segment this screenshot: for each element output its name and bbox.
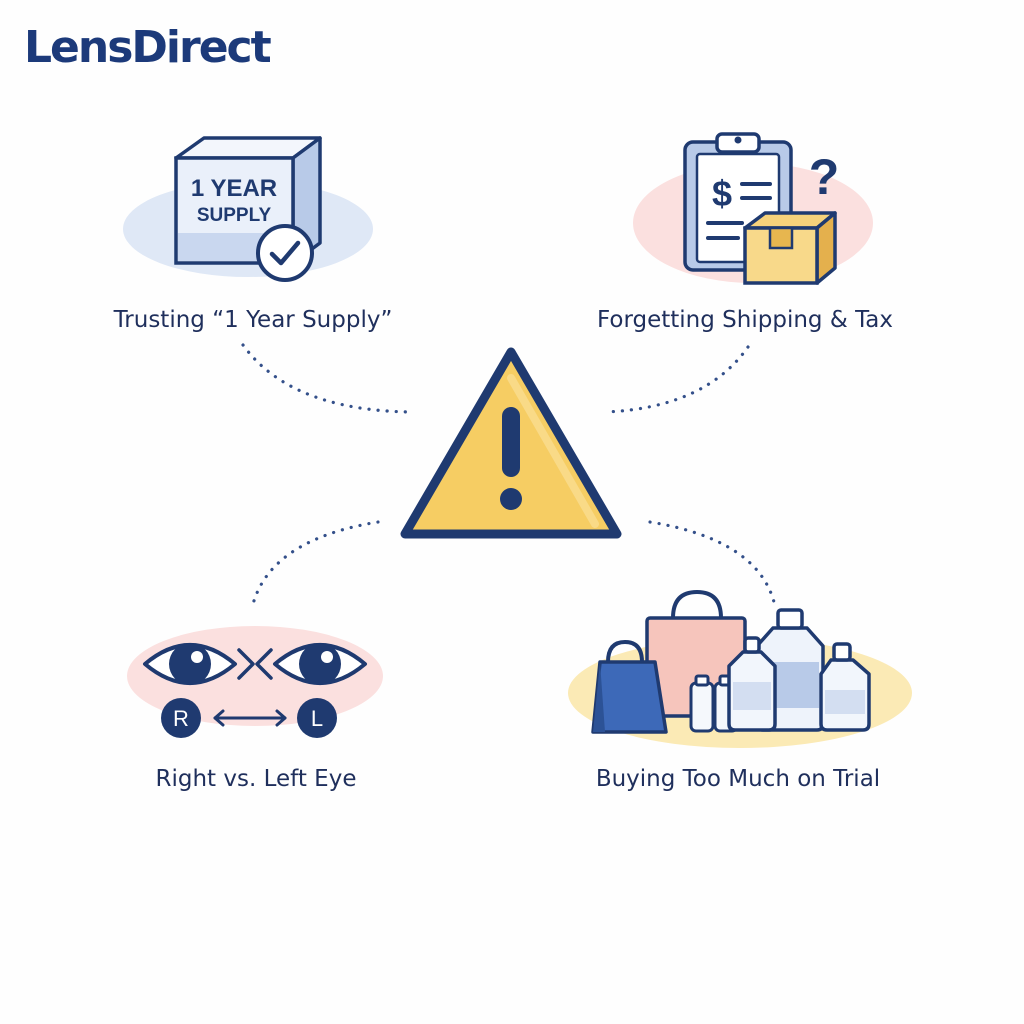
label-buying-too-much: Buying Too Much on Trial — [595, 766, 881, 792]
box-text-line1: 1 YEAR — [191, 175, 277, 202]
warning-triangle-icon — [400, 347, 622, 539]
double-arrow-icon — [213, 709, 287, 727]
label-right-left-eye: Right vs. Left Eye — [155, 766, 357, 792]
left-badge: L — [297, 698, 337, 738]
right-badge: R — [161, 698, 201, 738]
label-shipping-tax: Forgetting Shipping & Tax — [596, 307, 894, 333]
eyes-icon: R L — [127, 626, 383, 738]
clipboard-price-icon: $ ? — [633, 132, 873, 285]
check-circle-icon — [256, 224, 314, 282]
box-text-line2: SUPPLY — [197, 205, 272, 226]
right-eye-icon — [143, 643, 237, 685]
connector-top-right — [603, 345, 750, 414]
connector-top-left — [241, 343, 412, 414]
brand-logo: LensDirect — [24, 22, 272, 73]
blue-bag-icon — [591, 639, 668, 734]
bottle-medium-icon — [727, 636, 777, 732]
left-badge-text: L — [311, 706, 323, 731]
right-badge-text: R — [173, 706, 189, 731]
connector-bottom-right — [648, 520, 777, 608]
price-symbol: $ — [712, 173, 732, 214]
connector-bottom-left — [250, 520, 380, 610]
label-trusting-supply: Trusting “1 Year Supply” — [113, 307, 393, 333]
package-box-icon — [743, 211, 837, 285]
question-mark: ? — [809, 149, 840, 205]
year-supply-box-icon: 1 YEAR SUPPLY — [123, 136, 373, 282]
shopping-bags-bottles-icon — [568, 589, 912, 748]
left-eye-icon — [273, 643, 367, 685]
bottle-right-icon — [819, 642, 871, 732]
